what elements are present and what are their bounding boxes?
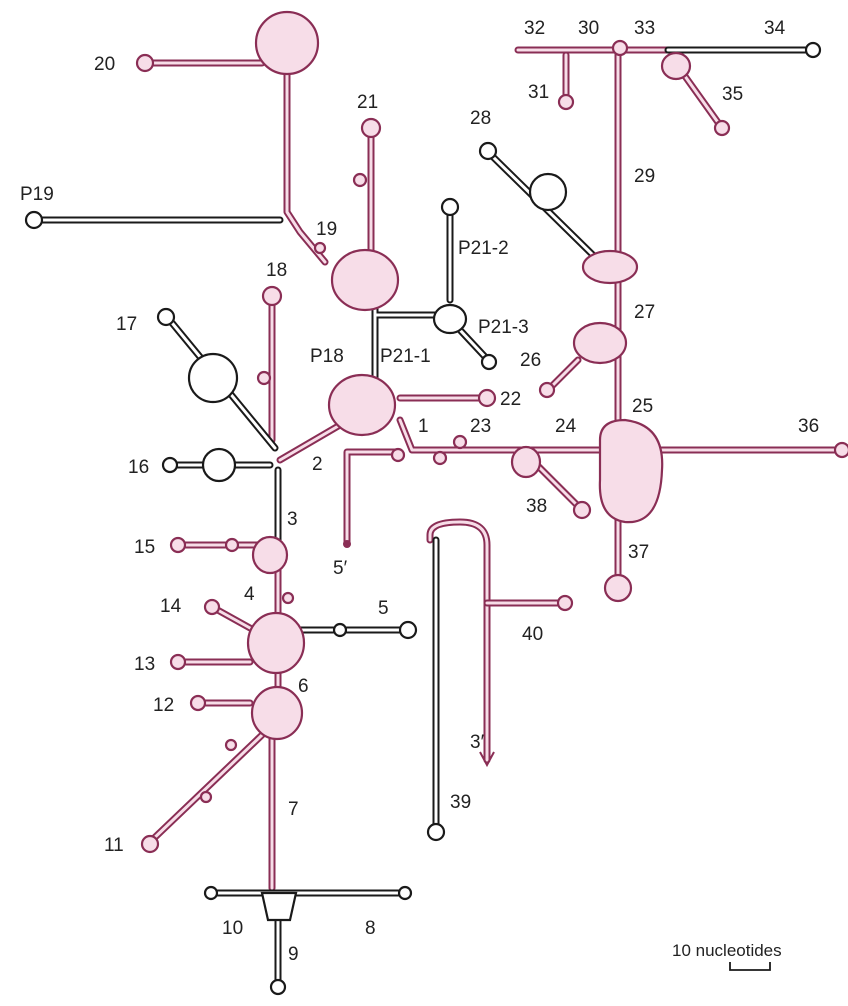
label-5: 5 <box>378 598 389 619</box>
helix-labels: 20 21 P19 19 P21-2 18 17 P21-3 P18 P21-1… <box>20 18 819 965</box>
label-28: 28 <box>470 108 491 129</box>
label-18: 18 <box>266 260 287 281</box>
label-10: 10 <box>222 918 243 939</box>
loop-20 <box>254 10 320 76</box>
three-prime-arrow-icon <box>479 751 495 768</box>
label-p21-2: P21-2 <box>458 238 509 259</box>
label-6: 6 <box>298 676 309 697</box>
label-31: 31 <box>528 82 549 103</box>
label-23: 23 <box>470 416 491 437</box>
label-4: 4 <box>244 584 255 605</box>
five-prime-strand <box>343 448 399 546</box>
loop-19-junction <box>330 248 400 312</box>
label-27: 27 <box>634 302 655 323</box>
scale-bar-label: 10 nucleotides <box>672 941 782 960</box>
label-15: 15 <box>134 537 155 558</box>
loop-38 <box>510 445 542 479</box>
pink-helices <box>142 46 844 892</box>
loop-26-27 <box>572 321 628 365</box>
loop-6-7 <box>250 685 304 741</box>
label-29: 29 <box>634 166 655 187</box>
label-p21-1: P21-1 <box>380 346 431 367</box>
label-19: 19 <box>316 219 337 240</box>
label-3: 3 <box>287 509 298 530</box>
label-2: 2 <box>312 454 323 475</box>
label-9: 9 <box>288 944 299 965</box>
label-p19: P19 <box>20 184 54 205</box>
label-21: 21 <box>357 92 378 113</box>
hairpin-ends <box>24 39 848 996</box>
label-17: 17 <box>116 314 137 335</box>
loop-28 <box>528 172 568 212</box>
five-prime-end-dot <box>343 540 351 548</box>
label-20: 20 <box>94 54 115 75</box>
label-34: 34 <box>764 18 786 39</box>
label-30: 30 <box>578 18 599 39</box>
label-11: 11 <box>104 835 124 856</box>
label-7: 7 <box>288 799 299 820</box>
label-38: 38 <box>526 496 547 517</box>
label-14: 14 <box>160 596 182 617</box>
label-40: 40 <box>522 624 543 645</box>
label-32: 32 <box>524 18 545 39</box>
loop-17 <box>187 352 239 404</box>
label-35: 35 <box>722 84 743 105</box>
loop-3-4 <box>251 535 289 575</box>
scale-bar: 10 nucleotides <box>672 941 782 971</box>
loop-27-29 <box>581 249 639 285</box>
loop-p21-3 <box>432 303 468 335</box>
loop-25-36-junction <box>598 418 664 524</box>
scale-bar-line <box>729 962 771 971</box>
loop-p18-junction <box>327 373 397 437</box>
label-p18: P18 <box>310 346 344 367</box>
label-22: 22 <box>500 389 521 410</box>
label-33: 33 <box>634 18 655 39</box>
label-5-prime: 5′ <box>333 558 348 579</box>
label-3-prime: 3′ <box>470 732 485 753</box>
label-1: 1 <box>418 416 429 437</box>
loop-33-35 <box>660 51 692 81</box>
label-36: 36 <box>798 416 819 437</box>
label-8: 8 <box>365 918 376 939</box>
label-25: 25 <box>632 396 653 417</box>
loop-16 <box>201 447 237 483</box>
label-37: 37 <box>628 542 649 563</box>
label-13: 13 <box>134 654 155 675</box>
label-16: 16 <box>128 457 149 478</box>
label-24: 24 <box>555 416 577 437</box>
loop-8-9-10 <box>260 891 298 922</box>
label-12: 12 <box>153 695 174 716</box>
loop-5-6 <box>246 611 306 675</box>
label-p21-3: P21-3 <box>478 317 529 338</box>
loops <box>187 10 692 922</box>
label-26: 26 <box>520 350 541 371</box>
label-39: 39 <box>450 792 471 813</box>
